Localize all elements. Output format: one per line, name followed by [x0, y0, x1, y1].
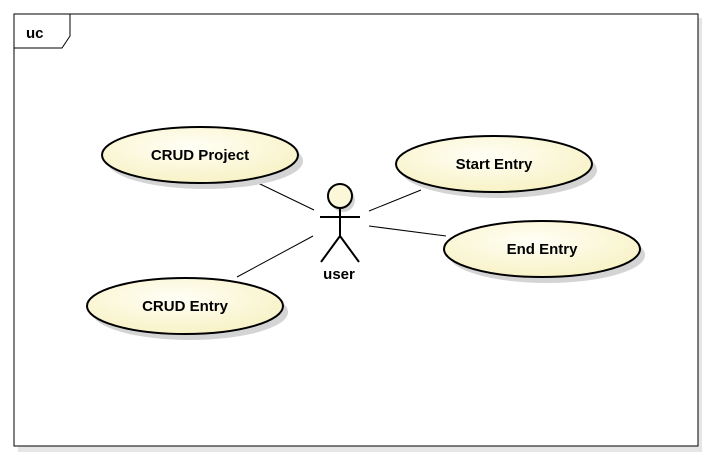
use-case-ellipse [443, 220, 641, 278]
association-end-entry[interactable] [368, 225, 447, 237]
use-case-label: CRUD Entry [142, 298, 228, 315]
actor-left-leg [320, 235, 341, 263]
frame-label: uc [26, 25, 44, 42]
association-crud-project[interactable] [257, 182, 315, 211]
use-case-end-entry[interactable]: End Entry [443, 220, 645, 283]
use-case-crud-project[interactable]: CRUD Project [101, 126, 303, 189]
actor-head [327, 183, 353, 209]
association-crud-entry[interactable] [236, 235, 314, 278]
use-case-ellipse [101, 126, 299, 184]
use-case-label: End Entry [507, 241, 578, 258]
frame-name-tab [13, 13, 71, 49]
actor-right-leg [339, 235, 360, 263]
use-case-label: Start Entry [456, 156, 533, 173]
actor-user[interactable]: user [320, 183, 360, 283]
association-start-entry[interactable] [368, 189, 422, 212]
use-case-start-entry[interactable]: Start Entry [395, 135, 597, 198]
use-case-ellipse [86, 277, 284, 335]
use-case-ellipse [395, 135, 593, 193]
use-case-label: CRUD Project [151, 147, 249, 164]
use-case-crud-entry[interactable]: CRUD Entry [86, 277, 288, 340]
actor-label: user [323, 266, 355, 283]
